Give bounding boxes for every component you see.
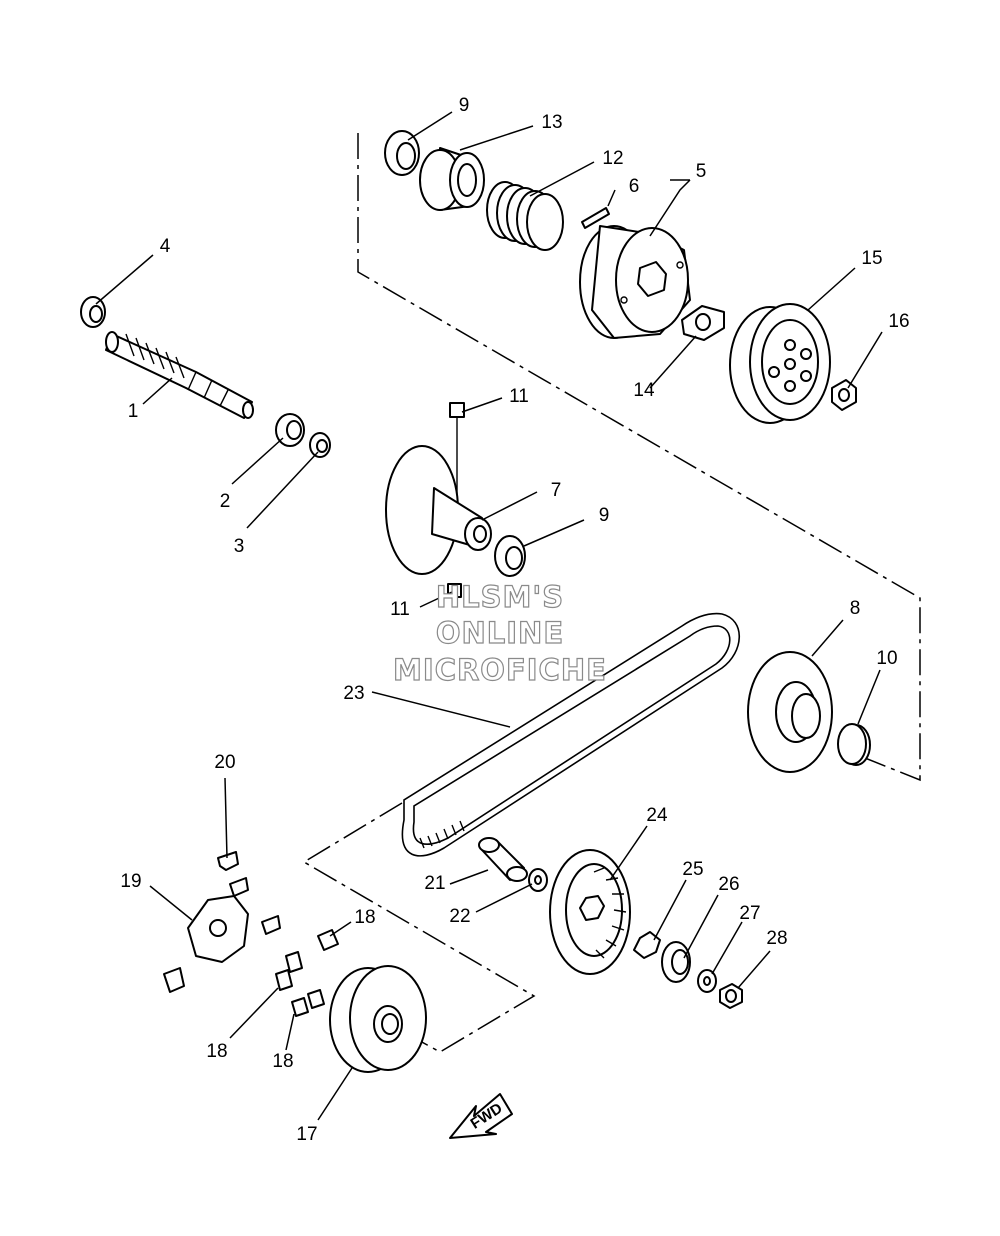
leader-lines: [95, 111, 883, 1121]
nut-14: [681, 305, 725, 341]
callout-24: 24: [646, 805, 668, 826]
nut-28: [719, 983, 743, 1009]
callout-10: 10: [876, 648, 897, 669]
oil-seal-3: [309, 432, 331, 458]
callout-7: 7: [551, 480, 562, 501]
callout-11-top: 11: [509, 386, 529, 407]
starter-ratchet-25: [633, 931, 661, 959]
callout-17: 17: [296, 1124, 317, 1145]
callout-26: 26: [718, 874, 739, 895]
callout-8: 8: [850, 598, 861, 619]
fixed-sheave-8: [747, 651, 833, 773]
circlip-10: [837, 723, 871, 766]
watermark-line-2: ONLINE: [436, 616, 564, 650]
clutch-housing-15: [729, 303, 831, 424]
callout-3: 3: [234, 536, 245, 557]
callout-20: 20: [214, 752, 235, 773]
callout-9-mid: 9: [599, 505, 610, 526]
callout-22: 22: [449, 906, 470, 927]
callout-18-center: 18: [272, 1051, 293, 1072]
primary-fixed-sheave-24: [549, 849, 631, 975]
collar-21: [478, 837, 528, 882]
v-belt-23: [401, 612, 741, 857]
clutch-assembly-outline: [357, 133, 921, 782]
bolt-11-top: [449, 402, 465, 500]
nut-16: [831, 379, 857, 411]
slider-20: [163, 851, 281, 993]
callout-21: 21: [424, 873, 445, 894]
callout-14: 14: [633, 380, 655, 401]
callout-16: 16: [888, 311, 909, 332]
callout-numbers: 4 1 2 3 9 13 12 6 5 14 15 16 11 7 9 11 8…: [120, 95, 909, 1145]
callout-2: 2: [220, 491, 231, 512]
callout-13: 13: [541, 112, 562, 133]
callout-25: 25: [682, 859, 703, 880]
compression-spring-12: [486, 181, 564, 251]
callout-19: 19: [120, 871, 141, 892]
primary-shaft: [105, 331, 254, 419]
callout-9-top: 9: [459, 95, 470, 116]
callout-4: 4: [160, 236, 171, 257]
callout-1: 1: [128, 401, 139, 422]
oil-seal-9-mid: [494, 535, 526, 577]
washer-22: [528, 868, 548, 892]
clutch-carrier-5: [579, 225, 691, 339]
pin-6: [581, 207, 610, 229]
callout-12: 12: [602, 148, 623, 169]
bearing-4: [80, 296, 106, 328]
callout-28: 28: [766, 928, 787, 949]
callout-27: 27: [739, 903, 760, 924]
callout-6: 6: [629, 176, 640, 197]
guide-collar-13: [419, 147, 485, 211]
callout-18-left: 18: [206, 1041, 227, 1062]
sliding-sheave-7: [385, 445, 492, 575]
washer-27: [697, 969, 717, 993]
callout-15: 15: [861, 248, 882, 269]
oil-seal-9-top: [384, 130, 420, 176]
callout-11-bottom: 11: [390, 599, 410, 620]
weights-18: [275, 929, 339, 1017]
callout-23: 23: [343, 683, 364, 704]
callout-18-right: 18: [354, 907, 375, 928]
primary-sliding-sheave-17: [329, 965, 427, 1073]
watermark: HLSM'S ONLINE MICROFICHE: [392, 579, 607, 687]
ratchet-26: [661, 941, 691, 983]
callout-5: 5: [696, 161, 707, 182]
watermark-line-1: HLSM'S: [436, 580, 564, 614]
primary-pulley-assembly-outline: [302, 802, 536, 1053]
watermark-line-3: MICROFICHE: [393, 653, 607, 687]
forward-direction-arrow: FWD: [449, 1093, 513, 1139]
bolt-11-bottom: [447, 583, 462, 598]
cam-19: [187, 895, 249, 963]
